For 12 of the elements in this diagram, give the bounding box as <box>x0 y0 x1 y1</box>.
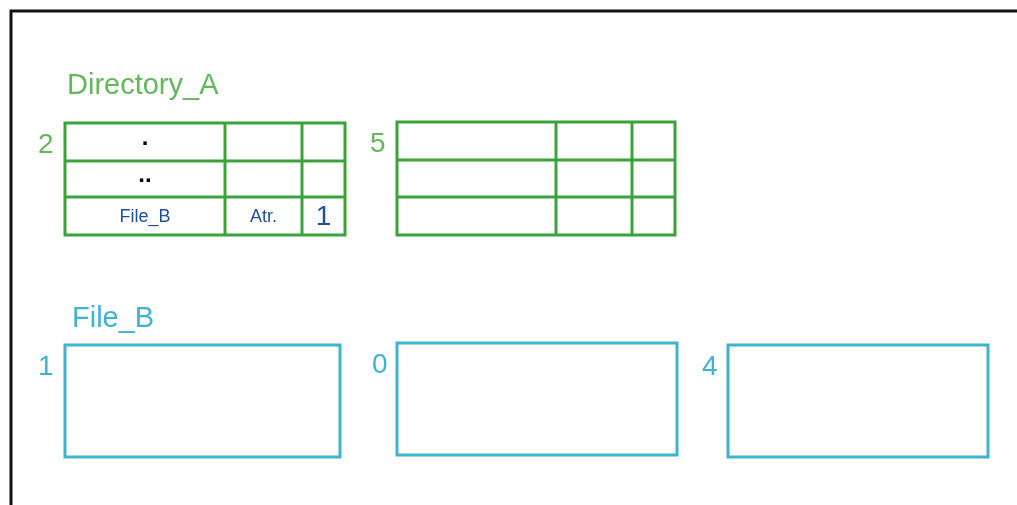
block-number: 4 <box>702 351 718 381</box>
block-number: 5 <box>370 128 386 158</box>
table-cell-text: . <box>140 123 150 152</box>
heading: Directory_A <box>67 68 219 100</box>
table-cell-text: Atr. <box>249 205 278 228</box>
table-cell-text: File_B <box>118 205 172 229</box>
heading: File_B <box>72 301 155 333</box>
block-number: 0 <box>372 349 388 379</box>
table-cell-text: 1 <box>314 199 333 233</box>
block-number: 1 <box>38 351 54 381</box>
table-cell-text: .. <box>137 161 153 189</box>
block-number: 2 <box>38 129 54 159</box>
